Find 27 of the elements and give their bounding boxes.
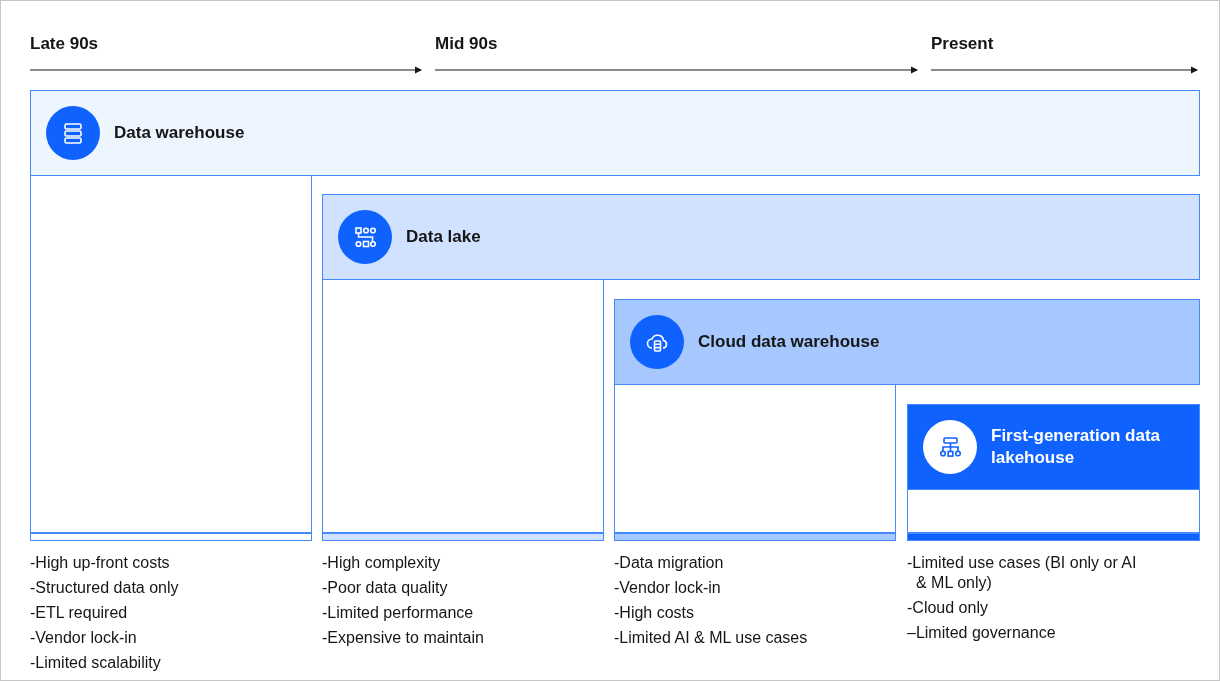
bullet-item: -High complexity bbox=[322, 553, 442, 573]
bullet-item: -Limited use cases (BI only or AI & ML only) bbox=[907, 553, 1138, 593]
bullet-item: -Cloud only bbox=[907, 598, 989, 618]
bullet-item: -Expensive to maintain bbox=[322, 628, 484, 648]
bullet-item: –Limited governance bbox=[907, 623, 1057, 643]
bullet-item: -Data migration bbox=[614, 553, 725, 573]
stage-title: Cloud data warehouse bbox=[698, 330, 880, 353]
bullet-item: -Limited scalability bbox=[30, 653, 162, 673]
era-label: Mid 90s bbox=[435, 34, 498, 54]
bullet-item: -Vendor lock-in bbox=[30, 628, 138, 648]
era-label: Present bbox=[931, 34, 994, 54]
bullet-item: -Limited AI & ML use cases bbox=[614, 628, 808, 648]
bullet-item: -High costs bbox=[614, 603, 696, 623]
stage-title: First-generation data lakehouse bbox=[991, 424, 1162, 469]
bullet-item: -Structured data only bbox=[30, 578, 179, 598]
era-label: Late 90s bbox=[30, 34, 99, 54]
stage-header bbox=[614, 299, 1200, 385]
bullet-item: -ETL required bbox=[30, 603, 129, 623]
bullet-item: -Limited performance bbox=[322, 603, 475, 623]
stage-header bbox=[30, 90, 1200, 176]
stage-title: Data warehouse bbox=[114, 121, 245, 144]
bullet-item: -High up-front costs bbox=[30, 553, 171, 573]
bullet-item: -Poor data quality bbox=[322, 578, 449, 598]
bullet-item: -Vendor lock-in bbox=[614, 578, 722, 598]
stage-title: Data lake bbox=[406, 225, 481, 248]
stage-header bbox=[907, 404, 1200, 490]
stage-header bbox=[322, 194, 1200, 280]
